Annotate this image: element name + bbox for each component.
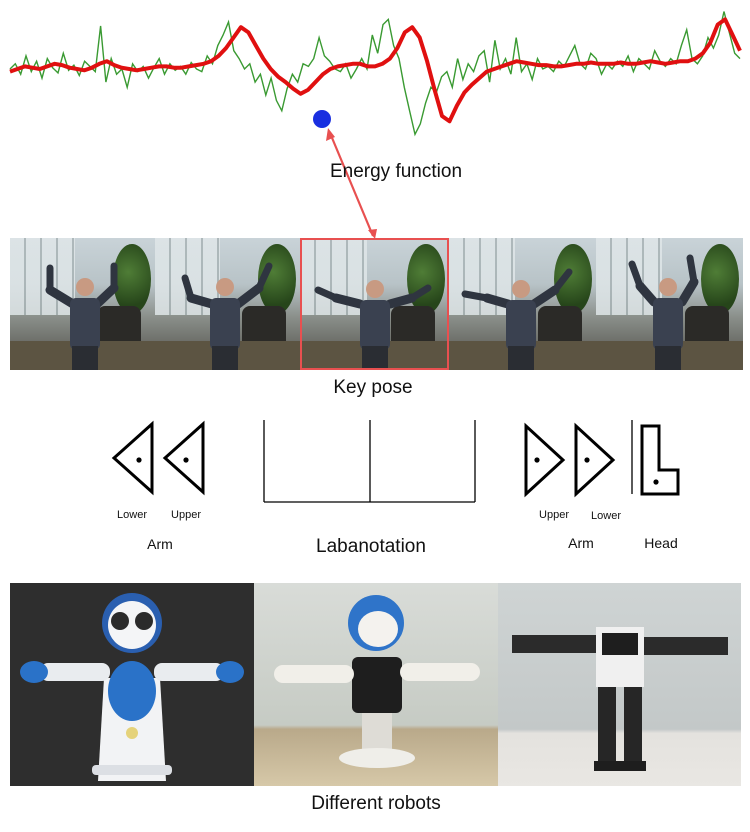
person-figure xyxy=(181,262,273,370)
video-frame-1 xyxy=(10,238,155,370)
key-pose-point xyxy=(313,110,331,128)
right-upper-label: Upper xyxy=(539,509,569,521)
right-arm-upper-symbol xyxy=(524,422,566,498)
right-arm-label: Arm xyxy=(568,535,594,551)
left-arm-label: Arm xyxy=(147,536,173,552)
video-frame-3-key-pose xyxy=(300,238,449,370)
arrow-head-top xyxy=(326,128,335,141)
smoothed-energy-line xyxy=(9,17,742,124)
robot-panel-3 xyxy=(498,583,741,786)
humanoid-robot-black-image xyxy=(512,627,728,771)
robots-caption: Different robots xyxy=(311,793,441,814)
energy-function-plot xyxy=(9,11,742,137)
right-lower-label: Lower xyxy=(591,510,621,522)
left-lower-label: Lower xyxy=(117,509,147,521)
energy-function-caption: Energy function xyxy=(329,161,463,182)
person-figure xyxy=(45,262,119,370)
labanotation-symbols xyxy=(111,420,680,503)
person-figure xyxy=(461,268,573,370)
humanoid-robot-white-image xyxy=(274,595,480,768)
head-label: Head xyxy=(644,535,678,551)
right-arm-lower-symbol xyxy=(574,422,616,498)
left-upper-label: Upper xyxy=(171,509,201,521)
labanotation-caption: Labanotation xyxy=(316,536,426,557)
left-arm-upper-symbol xyxy=(162,420,205,496)
person-figure xyxy=(628,254,699,370)
video-frame-5 xyxy=(596,238,743,370)
round-robot-image xyxy=(20,593,244,781)
video-frame-2 xyxy=(155,238,300,370)
left-arm-lower-symbol xyxy=(111,420,154,496)
labanotation-staff xyxy=(263,420,476,503)
key-pose-highlight-box xyxy=(300,238,449,370)
video-frame-4 xyxy=(449,238,596,370)
arrow-head-bottom xyxy=(368,229,377,239)
key-pose-arrow xyxy=(326,128,377,239)
person-figure xyxy=(314,280,432,370)
key-pose-caption: Key pose xyxy=(333,377,413,398)
robot-panel-2 xyxy=(254,583,498,786)
robot-panel-1 xyxy=(10,583,254,786)
head-symbol xyxy=(640,424,680,496)
